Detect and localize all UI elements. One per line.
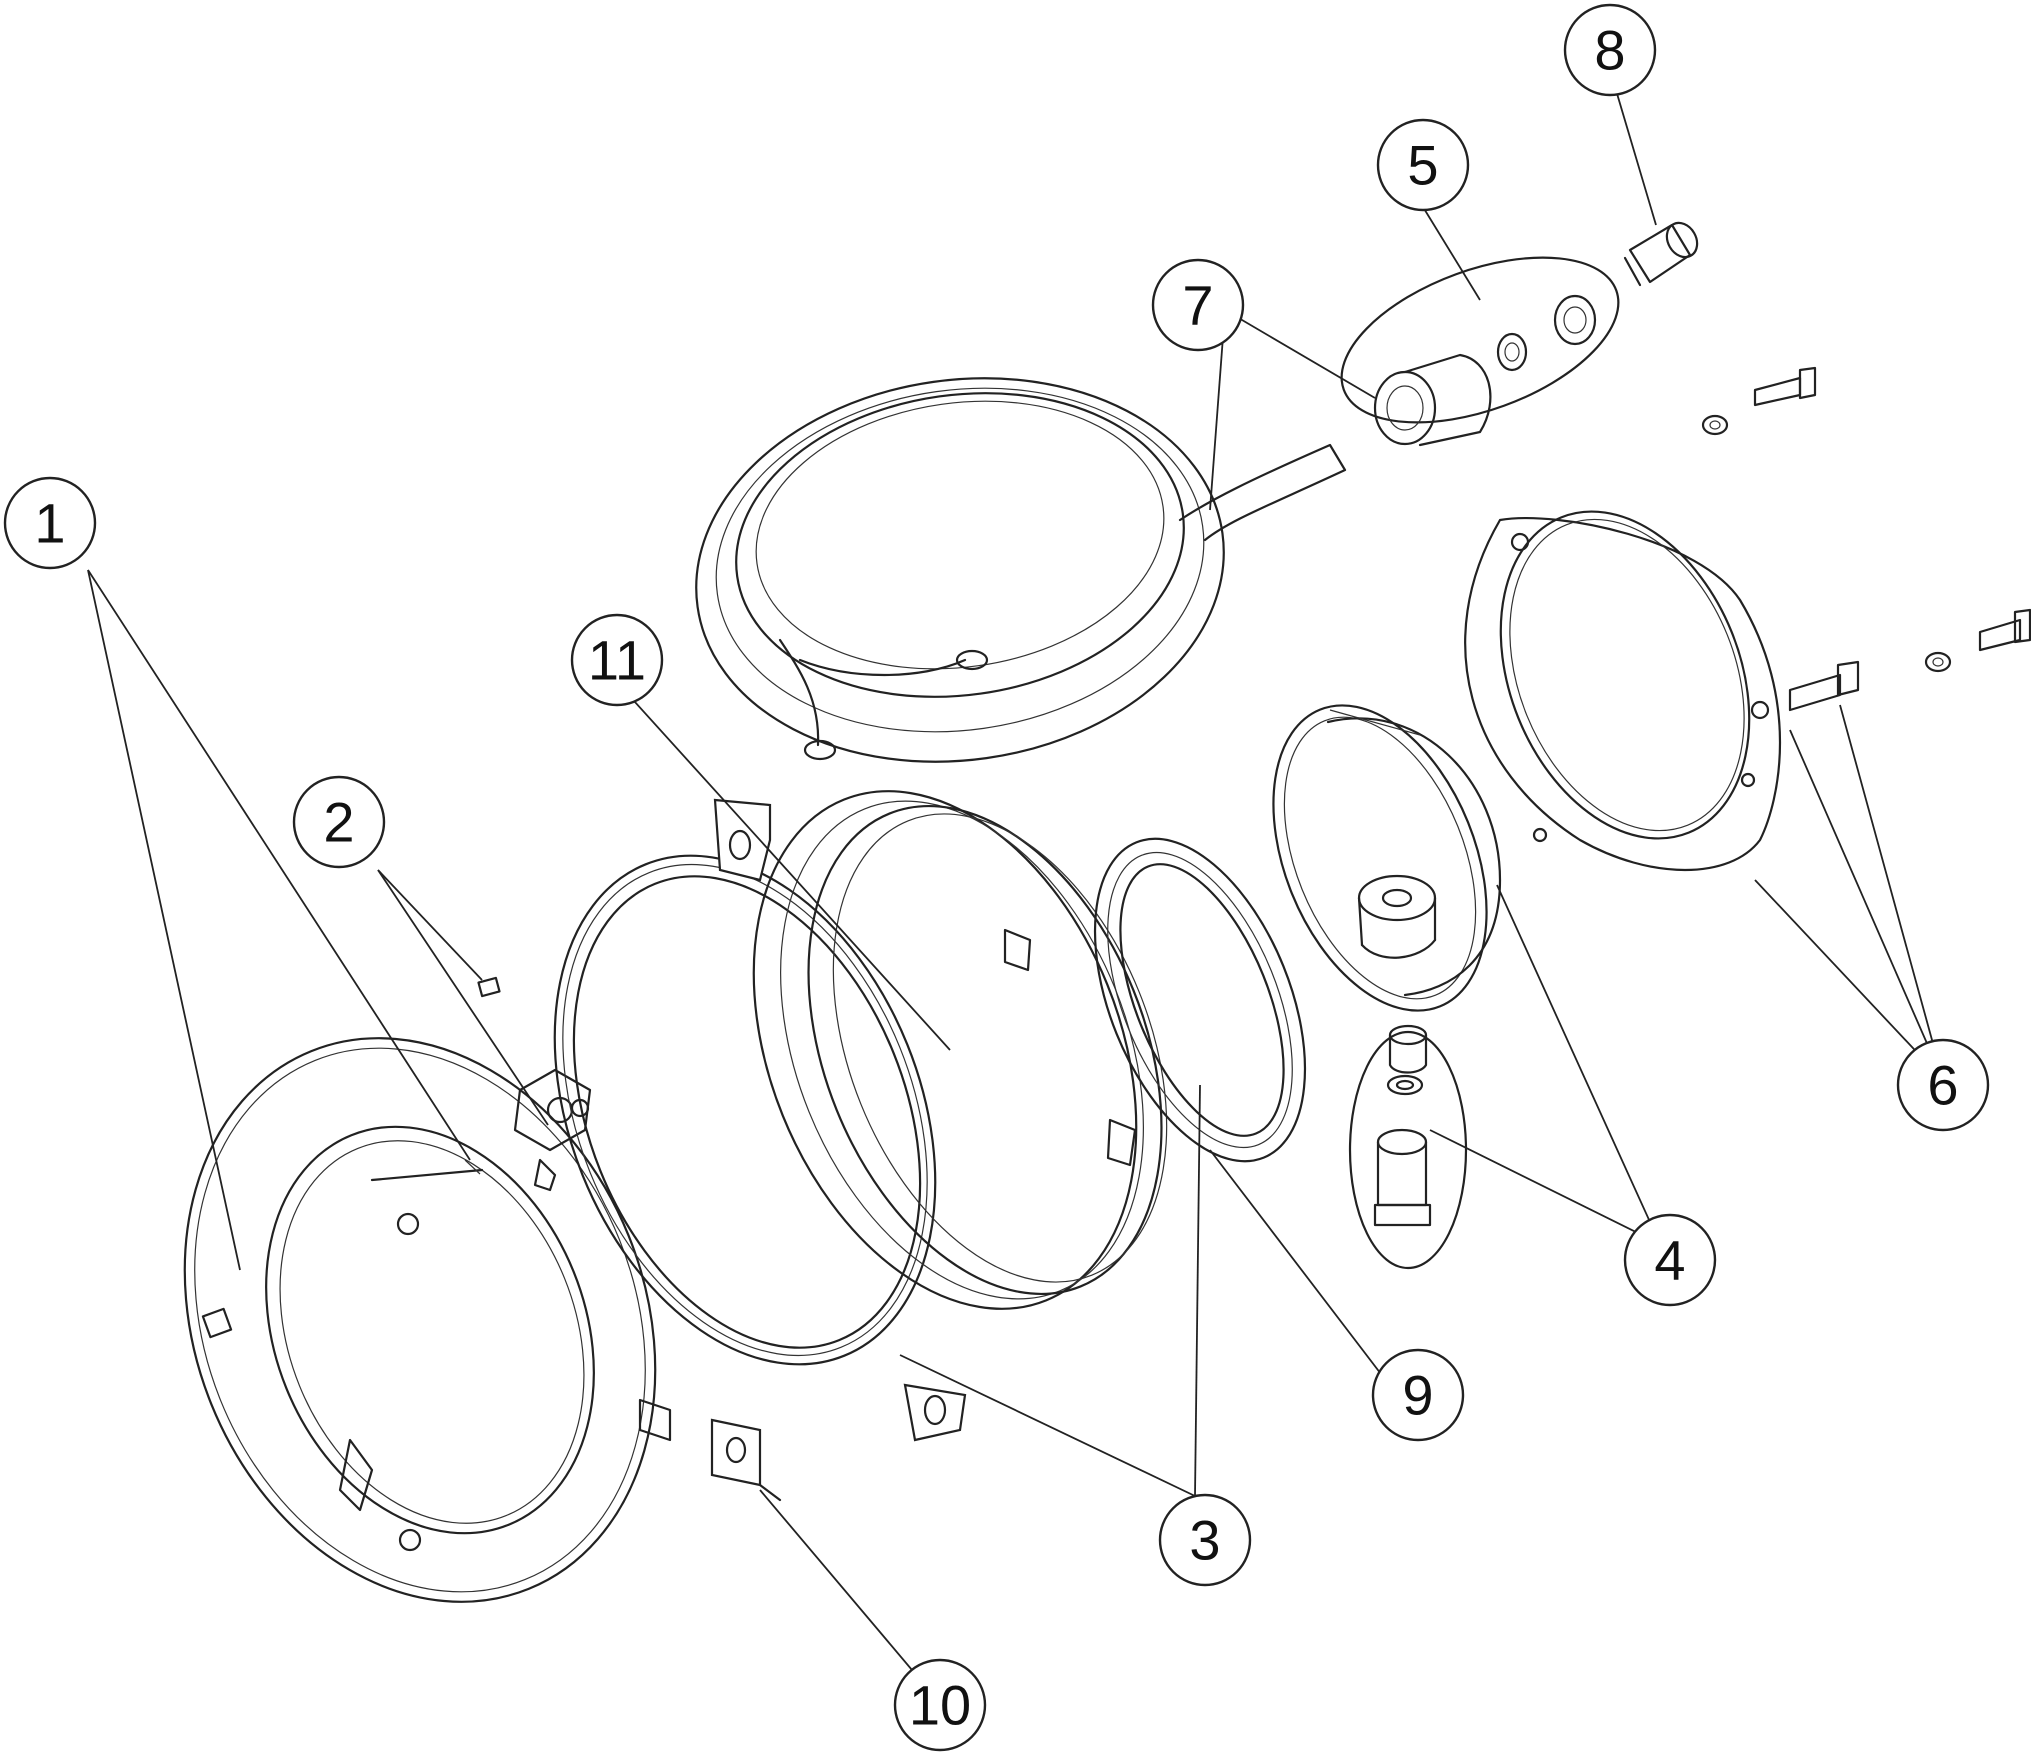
callout-2-label: 2 [323, 791, 354, 854]
leader-lines [87, 69, 1944, 1716]
callout-2: 2 [292, 775, 386, 869]
callout-8-label: 8 [1594, 19, 1625, 82]
part-3-gasket-ring [553, 798, 967, 1442]
callout-4: 4 [1623, 1213, 1717, 1307]
callout-7: 7 [1151, 258, 1245, 352]
part-6-bolts [1701, 366, 2031, 712]
part-11-lens-housing [752, 790, 1168, 1310]
callout-9: 9 [1371, 1348, 1465, 1442]
callout-9-label: 9 [1402, 1364, 1433, 1427]
part-8-adapter [1623, 221, 1699, 287]
callout-3: 3 [1158, 1493, 1252, 1587]
part-10-bracket [710, 1418, 782, 1502]
part-4-niche-body [1272, 704, 1502, 1012]
callout-6-label: 6 [1927, 1054, 1958, 1117]
part-9-flat-gasket [1093, 837, 1307, 1163]
callout-8: 8 [1563, 3, 1657, 97]
callout-11-label: 11 [588, 629, 646, 692]
callout-3-label: 3 [1189, 1509, 1220, 1572]
part-1-face-ring [183, 1037, 672, 1603]
callout-6: 6 [1896, 1038, 1990, 1132]
callout-4-label: 4 [1654, 1229, 1685, 1292]
callout-11: 11 [570, 613, 664, 707]
part-4-fittings [1348, 1024, 1468, 1270]
callout-7-label: 7 [1182, 274, 1213, 337]
callout-1-label: 1 [34, 492, 65, 555]
callout-5: 5 [1376, 118, 1470, 212]
callout-5-label: 5 [1407, 134, 1438, 197]
part-5-gland-fittings [1340, 256, 1620, 447]
part-7-cable-coil [695, 377, 1347, 763]
part-6-rear-plate [1464, 510, 1781, 871]
callout-10: 10 [893, 1658, 987, 1752]
callout-10-label: 10 [909, 1674, 971, 1737]
callout-1: 1 [3, 476, 97, 570]
